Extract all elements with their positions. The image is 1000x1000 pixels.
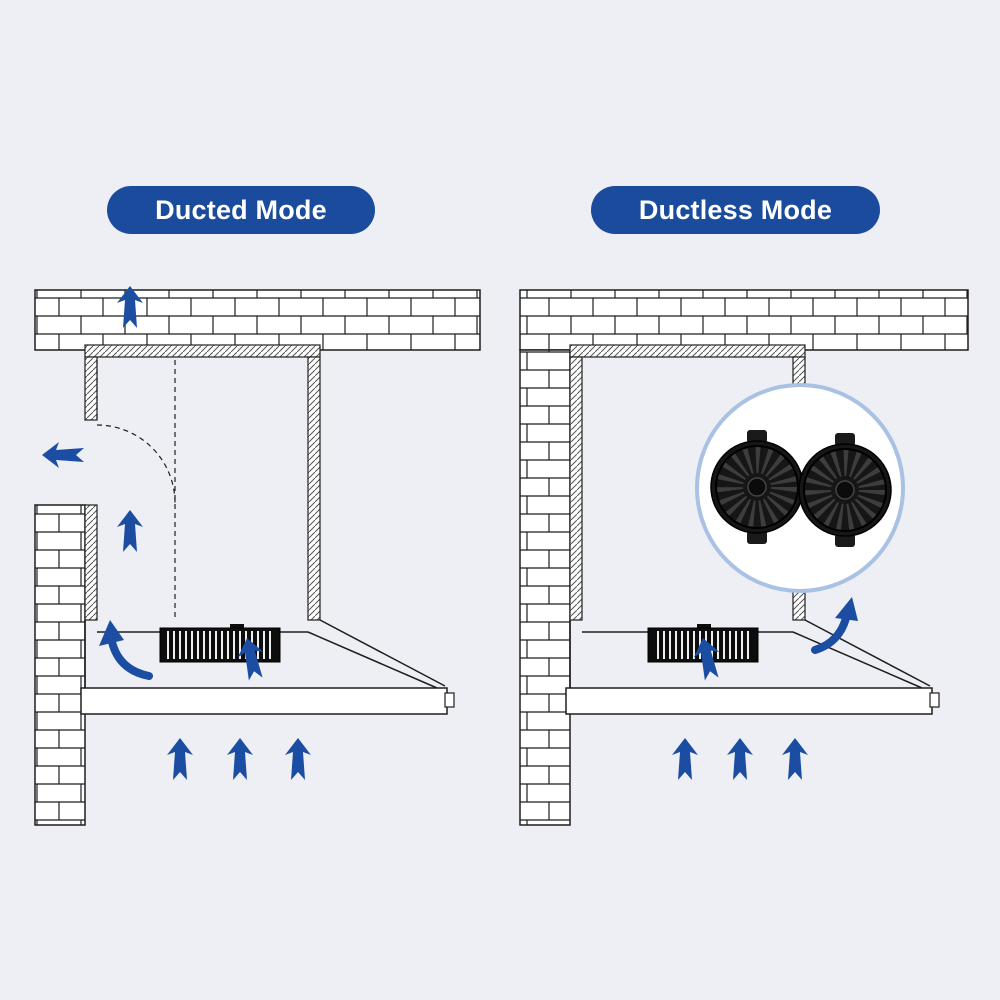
charcoal-filter-right <box>798 433 892 547</box>
ductless-mode-label: Ductless Mode <box>638 194 833 225</box>
airflow-arrow-intake-3 <box>285 738 311 780</box>
airflow-arrow-intake-2 <box>727 738 753 780</box>
airflow-arrow-intake-1 <box>672 738 698 780</box>
ducted-mode-badge: Ducted Mode <box>107 186 375 234</box>
airflow-arrow-up-duct <box>117 510 143 552</box>
ductless-diagram <box>519 289 969 826</box>
airflow-arrow-intake-3 <box>782 738 808 780</box>
airflow-arrows <box>672 597 858 780</box>
brick-wall <box>519 349 571 826</box>
range-hood <box>565 619 940 715</box>
airflow-arrow-intake-2 <box>227 738 253 780</box>
ducted-diagram <box>34 286 481 826</box>
duct-chase <box>84 344 321 621</box>
filter-grille <box>159 624 281 663</box>
ductless-mode-badge: Ductless Mode <box>591 186 880 234</box>
airflow-arrow-curved-recirculate <box>811 597 858 654</box>
duct-path-dashed <box>96 360 176 618</box>
airflow-arrow-left-through-wall <box>42 442 84 468</box>
charcoal-filter-left <box>710 430 804 544</box>
ducted-mode-label: Ducted Mode <box>155 194 327 225</box>
airflow-arrow-curved <box>99 620 153 680</box>
airflow-arrow-intake-1 <box>167 738 193 780</box>
brick-ceiling <box>519 289 969 351</box>
range-hood <box>80 619 455 715</box>
brick-wall <box>34 504 86 826</box>
airflow-arrows <box>42 286 311 780</box>
charcoal-filter-inset <box>695 383 905 593</box>
brick-ceiling <box>34 289 481 351</box>
